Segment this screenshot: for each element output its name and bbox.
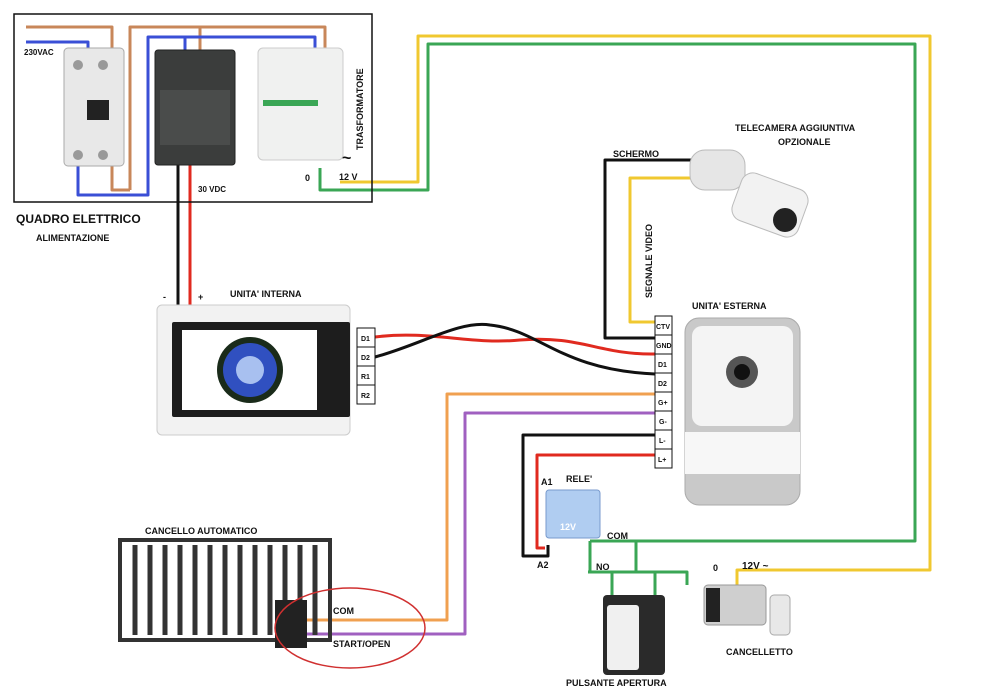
wire-video xyxy=(628,176,700,324)
wire-gate-start xyxy=(305,411,655,636)
terminal-r2: R2 xyxy=(361,393,370,400)
terminal-d2: D2 xyxy=(658,381,667,388)
screen-label: SCHERMO xyxy=(613,149,659,159)
transformer-zero: 0 xyxy=(305,173,310,183)
tilde-label: ~ xyxy=(342,150,351,167)
wire-d1 xyxy=(374,333,656,356)
wire-green-ac xyxy=(318,42,917,595)
minus-label: - xyxy=(163,292,166,302)
lock-title: CANCELLETTO xyxy=(726,647,793,657)
video-label: SEGNALE VIDEO xyxy=(644,224,654,298)
relay-title: RELE' xyxy=(566,474,592,484)
external-unit xyxy=(684,317,801,506)
breaker xyxy=(63,47,125,167)
transformer-12v: 12 V xyxy=(339,172,358,182)
wires xyxy=(26,25,932,636)
button-title: PULSANTE APERTURA xyxy=(566,678,667,688)
terminal-d1: D1 xyxy=(361,336,370,343)
panel-subtitle: ALIMENTAZIONE xyxy=(36,233,109,243)
external-terminals: CTV GND D1 D2 G+ G- L- L+ xyxy=(654,315,673,469)
terminal-g-minus: G- xyxy=(659,419,667,426)
transformer xyxy=(257,47,344,161)
internal-terminals: D1 D2 R1 R2 xyxy=(356,327,376,405)
internal-unit-title: UNITA' INTERNA xyxy=(230,289,302,299)
relay-a1: A1 xyxy=(541,477,553,487)
camera xyxy=(689,149,809,238)
wire-l-minus xyxy=(521,433,655,558)
plus-label: + xyxy=(198,292,203,302)
psu-output-label: 30 VDC xyxy=(198,185,226,194)
lock-12v: 12V ~ xyxy=(742,561,769,572)
terminal-g-plus: G+ xyxy=(658,400,668,407)
gate-start: START/OPEN xyxy=(333,639,390,649)
internal-unit xyxy=(156,304,351,436)
wire-phase xyxy=(26,25,327,192)
terminal-gnd: GND xyxy=(656,343,672,350)
wire-yellow-ac xyxy=(340,34,932,585)
gate-com: COM xyxy=(333,606,354,616)
external-unit-title: UNITA' ESTERNA xyxy=(692,301,767,311)
terminal-r1: R1 xyxy=(361,374,370,381)
terminal-ctv: CTV xyxy=(656,324,670,331)
wire-gate-com xyxy=(305,392,655,622)
power-supply xyxy=(154,49,236,166)
relay-no: NO xyxy=(596,562,610,572)
transformer-label: TRASFORMATORE xyxy=(355,68,365,150)
wire-l-plus xyxy=(535,453,655,550)
terminal-l-minus: L- xyxy=(659,438,666,445)
panel-title: QUADRO ELETTRICO xyxy=(16,212,141,226)
wire-screen xyxy=(603,158,692,340)
camera-title: TELECAMERA AGGIUNTIVA xyxy=(735,123,856,133)
terminal-d2: D2 xyxy=(361,355,370,362)
electric-lock xyxy=(703,584,791,636)
camera-subtitle: OPZIONALE xyxy=(778,137,831,147)
relay-com: COM xyxy=(607,531,628,541)
terminal-d1: D1 xyxy=(658,362,667,369)
gate xyxy=(118,538,332,648)
relay-a2: A2 xyxy=(537,560,549,570)
wire-d2 xyxy=(374,322,656,376)
push-button xyxy=(603,595,665,675)
relay-rating: 12V xyxy=(560,522,576,532)
lock-zero: 0 xyxy=(713,563,718,573)
relay: 12V xyxy=(545,489,601,539)
panel-box xyxy=(13,13,373,203)
gate-title: CANCELLO AUTOMATICO xyxy=(145,526,257,536)
mains-label: 230VAC xyxy=(24,48,54,57)
highlight-circle xyxy=(274,587,426,669)
terminal-l-plus: L+ xyxy=(658,457,666,464)
